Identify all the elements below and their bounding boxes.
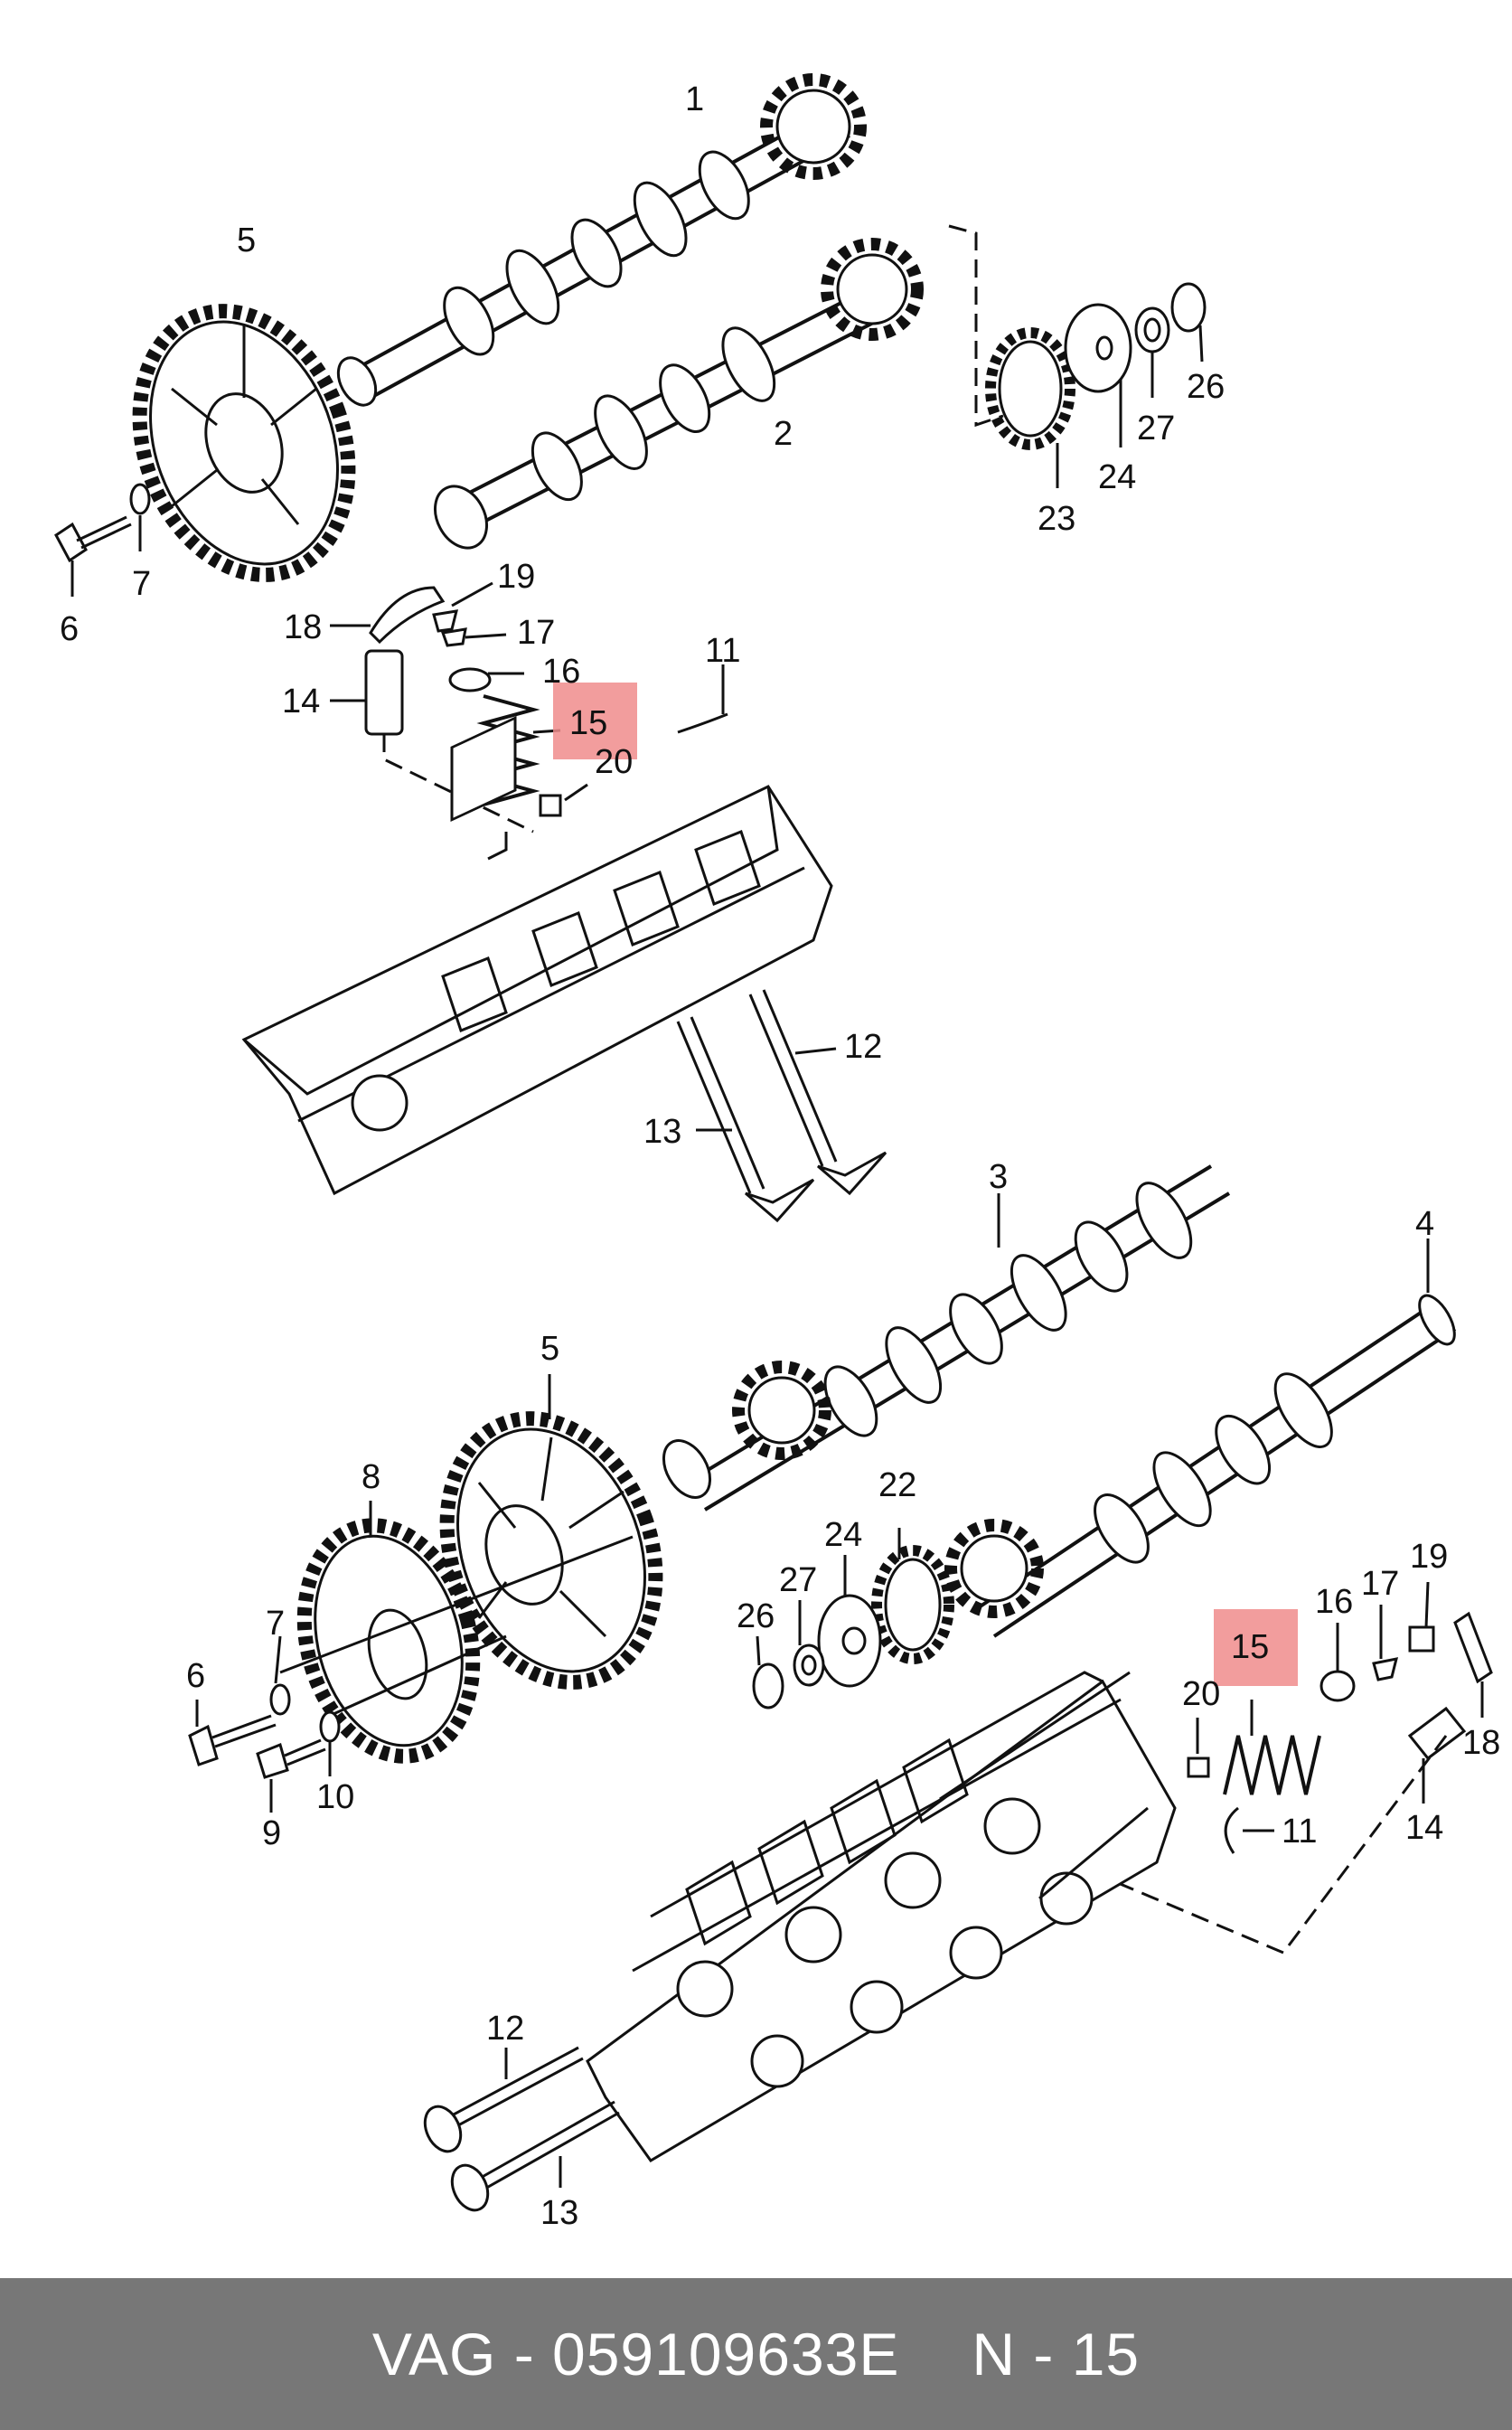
part-code: VAG - 059109633E [371, 2321, 900, 2388]
retainer-11-lower [1224, 1806, 1274, 1854]
label-12-upper: 12 [844, 1028, 882, 1066]
valve-spring-15-lower [1223, 1700, 1321, 1795]
label-26-lower: 26 [737, 1597, 775, 1635]
label-1: 1 [685, 80, 704, 118]
label-27-upper: 27 [1137, 410, 1175, 447]
washer-27 [1134, 306, 1170, 398]
label-2: 2 [774, 415, 793, 453]
label-13-lower: 13 [540, 2194, 578, 2232]
cap-19-lower [1408, 1581, 1435, 1653]
camshaft-4 [944, 1239, 1457, 1638]
washer-24 [1064, 303, 1132, 447]
label-18-upper: 18 [284, 608, 322, 646]
diagram-position: N - 15 [972, 2321, 1141, 2388]
label-24-lower: 24 [824, 1516, 862, 1554]
label-20-upper: 20 [595, 743, 633, 781]
upper-assembly [54, 73, 1207, 1223]
label-11-upper: 11 [705, 632, 740, 670]
label-8: 8 [362, 1458, 380, 1496]
label-10: 10 [316, 1778, 354, 1816]
label-18-lower: 18 [1462, 1724, 1500, 1762]
valve-12-lower [423, 2046, 584, 2153]
cylinder-head-upper [241, 716, 833, 1196]
lifter-14-upper [330, 649, 534, 834]
keepers-17-lower [1372, 1605, 1399, 1681]
sprocket-23 [985, 327, 1075, 488]
label-5-lower: 5 [540, 1330, 559, 1368]
label-11-lower: 11 [1282, 1813, 1317, 1851]
label-22: 22 [878, 1466, 916, 1504]
keepers-upper [432, 581, 507, 647]
label-5-upper: 5 [237, 221, 256, 259]
highlight-15-upper [553, 683, 637, 759]
sprocket-5-upper [132, 304, 356, 582]
valve-12-upper [748, 989, 887, 1196]
label-20-lower: 20 [1182, 1675, 1220, 1713]
label-14-upper: 14 [282, 683, 320, 721]
lower-assembly [188, 1164, 1493, 2212]
spring-seat-16-upper [448, 667, 524, 692]
label-7-lower: 7 [266, 1605, 285, 1643]
label-4: 4 [1415, 1205, 1434, 1243]
label-13-upper: 13 [643, 1113, 681, 1151]
rocker-18-lower [1453, 1611, 1493, 1718]
washer-27-lower [793, 1600, 825, 1687]
cylinder-head-lower [586, 1671, 1177, 2162]
label-9: 9 [262, 1814, 281, 1852]
camshaft-2 [433, 238, 924, 550]
camshaft-3 [662, 1164, 1231, 1512]
label-16-upper: 16 [542, 653, 580, 691]
label-15-lower: 15 [1231, 1628, 1269, 1666]
rocker-18-upper [330, 586, 446, 645]
label-12-lower: 12 [486, 2010, 524, 2048]
label-17-upper: 17 [517, 614, 555, 652]
label-3: 3 [989, 1158, 1008, 1196]
part-number-footer: VAG - 059109633E N - 15 [0, 2278, 1512, 2430]
label-19-upper: 19 [497, 558, 535, 596]
bolt-9 [256, 1710, 341, 1813]
washer-24-lower [817, 1555, 882, 1688]
highlight-15-lower [1214, 1609, 1298, 1686]
label-24-upper: 24 [1098, 458, 1136, 496]
label-19-lower: 19 [1410, 1538, 1448, 1576]
circlip-26-lower [752, 1635, 784, 1709]
circlip-26 [1170, 282, 1207, 363]
label-6-upper: 6 [60, 610, 79, 648]
exploded-parts-diagram: 1 2 5 6 7 23 24 27 26 19 18 17 16 14 15 … [54, 73, 1500, 2232]
sprocket-22 [871, 1528, 954, 1664]
valve-13-lower [450, 2100, 620, 2212]
spring-seat-16-lower [1319, 1623, 1356, 1702]
label-15-upper: 15 [569, 704, 607, 742]
seal-20-upper [539, 783, 588, 817]
label-16-lower: 16 [1315, 1583, 1353, 1621]
label-23: 23 [1038, 500, 1075, 538]
label-14-lower: 14 [1405, 1809, 1443, 1847]
label-26-upper: 26 [1187, 368, 1225, 406]
valve-13-upper [676, 1016, 815, 1223]
camshaft-1 [336, 73, 867, 407]
label-7-upper: 7 [132, 565, 151, 603]
lifter-14-lower [1111, 1706, 1467, 1954]
retainer-11-upper [677, 664, 728, 734]
label-17-lower: 17 [1361, 1565, 1399, 1603]
label-27-lower: 27 [779, 1561, 817, 1599]
seal-20-lower [1187, 1718, 1210, 1778]
label-6-lower: 6 [186, 1657, 205, 1695]
bolt-6-lower [188, 1635, 291, 1766]
sprocket-5-lower [439, 1374, 663, 1690]
part-labels: 1 2 5 6 7 23 24 27 26 19 18 17 16 14 15 … [60, 80, 1500, 2232]
bolt-6-upper [54, 483, 151, 597]
